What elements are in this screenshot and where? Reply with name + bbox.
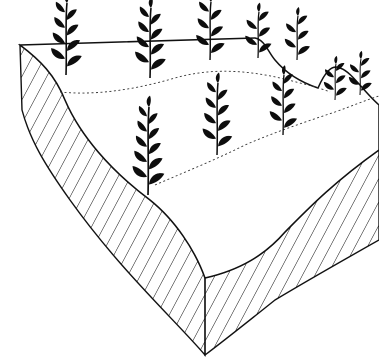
plant-stem [283,75,284,135]
plant-bud [148,0,153,8]
plant-leaf [283,37,297,50]
plant-bud [64,0,69,3]
plant-stem [150,8,151,78]
plant-icon [283,7,311,60]
plant-stem [258,12,259,58]
plant-bud [208,0,213,2]
plant-leaf [53,1,66,15]
plant-leaf [284,22,297,34]
plant-leaf [197,1,210,14]
plant-leaf [359,68,371,79]
plant-bud [359,51,363,59]
plant-leaf [137,5,150,19]
plant-stem [217,83,218,155]
plant-bud [257,2,261,12]
plant-stem [66,3,67,75]
plant-leaf [296,43,311,56]
plant-leaf [195,17,210,31]
plant-leaf [348,63,360,74]
plant-leaf [257,25,271,38]
plant-stem [297,16,298,60]
plant-leaf [136,20,150,34]
plant-stem [210,2,211,60]
plant-bud [334,56,338,64]
plant-leaf [244,19,258,32]
plant-leaf [296,28,310,40]
plant-bud [296,7,300,16]
plant-stem [148,107,149,195]
plant-leaf [52,16,66,30]
